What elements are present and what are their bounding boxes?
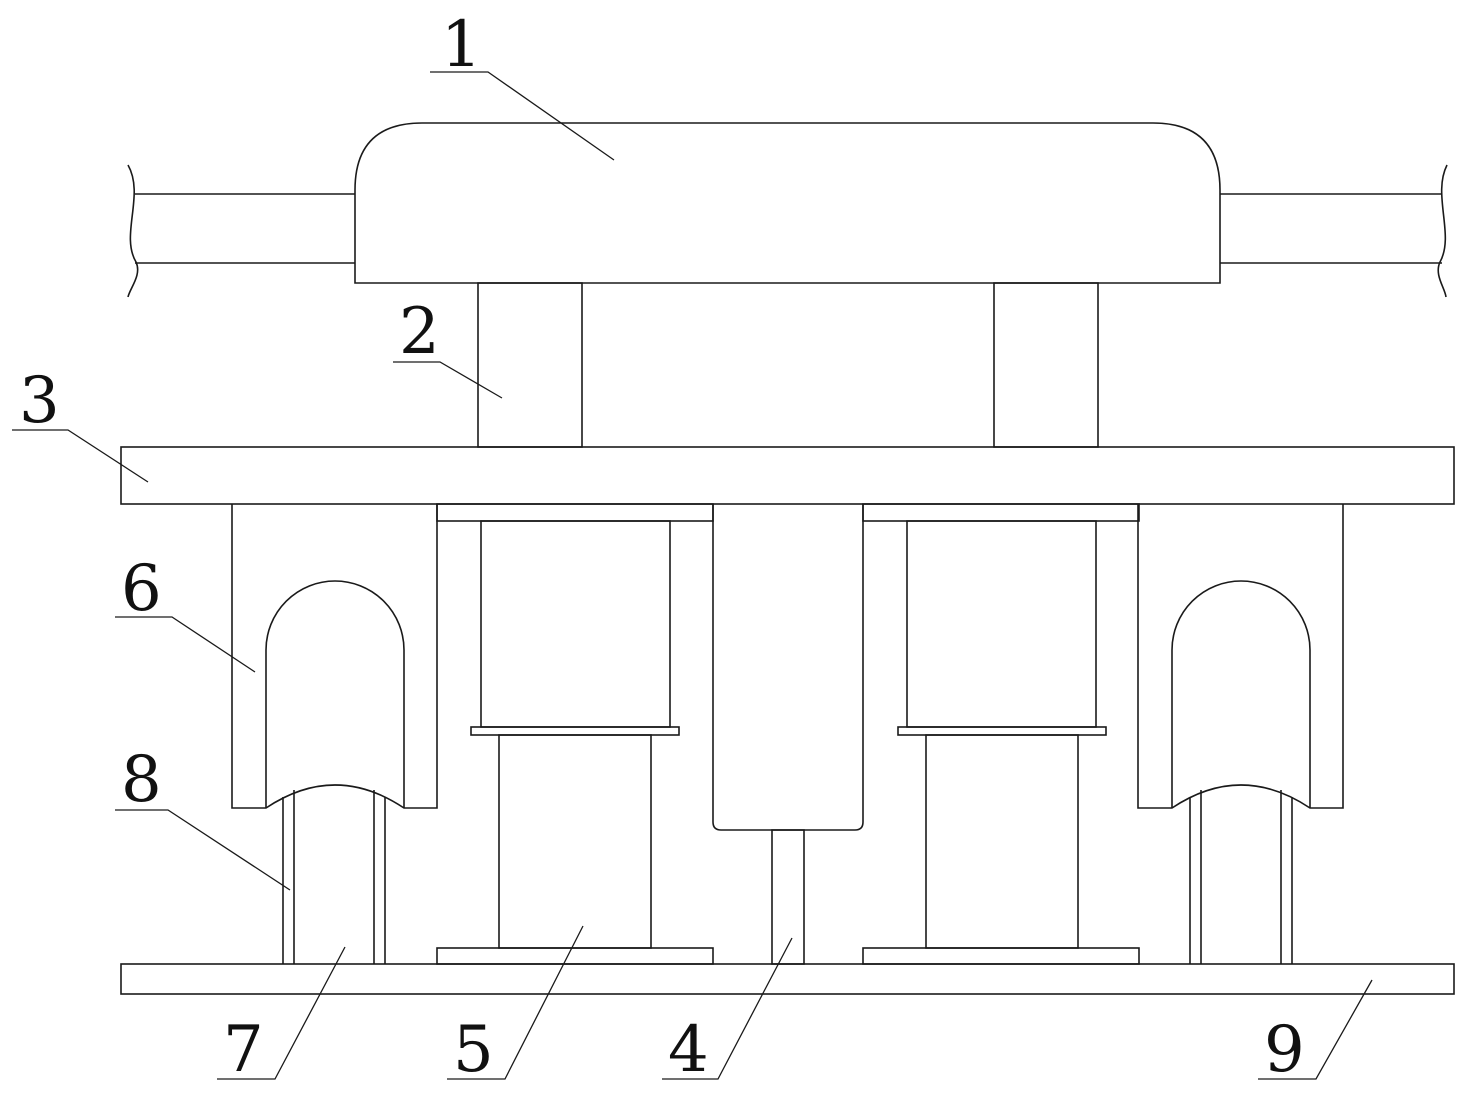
label-1: 1 bbox=[441, 8, 482, 82]
leader-lines bbox=[12, 71, 1373, 1080]
part-3-plate bbox=[120, 446, 1455, 505]
part-1-upper-body bbox=[135, 122, 1442, 284]
part-6-side-blocks bbox=[231, 504, 1344, 809]
part-8-rods bbox=[282, 790, 1293, 964]
label-2: 2 bbox=[399, 295, 440, 369]
label-4: 4 bbox=[668, 1013, 709, 1087]
label-7: 7 bbox=[223, 1013, 264, 1087]
label-5: 5 bbox=[453, 1013, 494, 1087]
pipe-break-lines bbox=[127, 164, 1448, 298]
part-9-base-plate bbox=[120, 963, 1455, 995]
label-6: 6 bbox=[121, 552, 162, 626]
part-4-central-column bbox=[712, 504, 864, 965]
label-8: 8 bbox=[121, 743, 162, 817]
part-5-cylinders bbox=[436, 503, 1140, 965]
label-9: 9 bbox=[1264, 1013, 1305, 1087]
part-labels: 1 2 3 6 8 7 5 4 9 bbox=[19, 8, 1305, 1087]
part-2-supports bbox=[477, 282, 1099, 448]
label-3: 3 bbox=[19, 364, 60, 438]
